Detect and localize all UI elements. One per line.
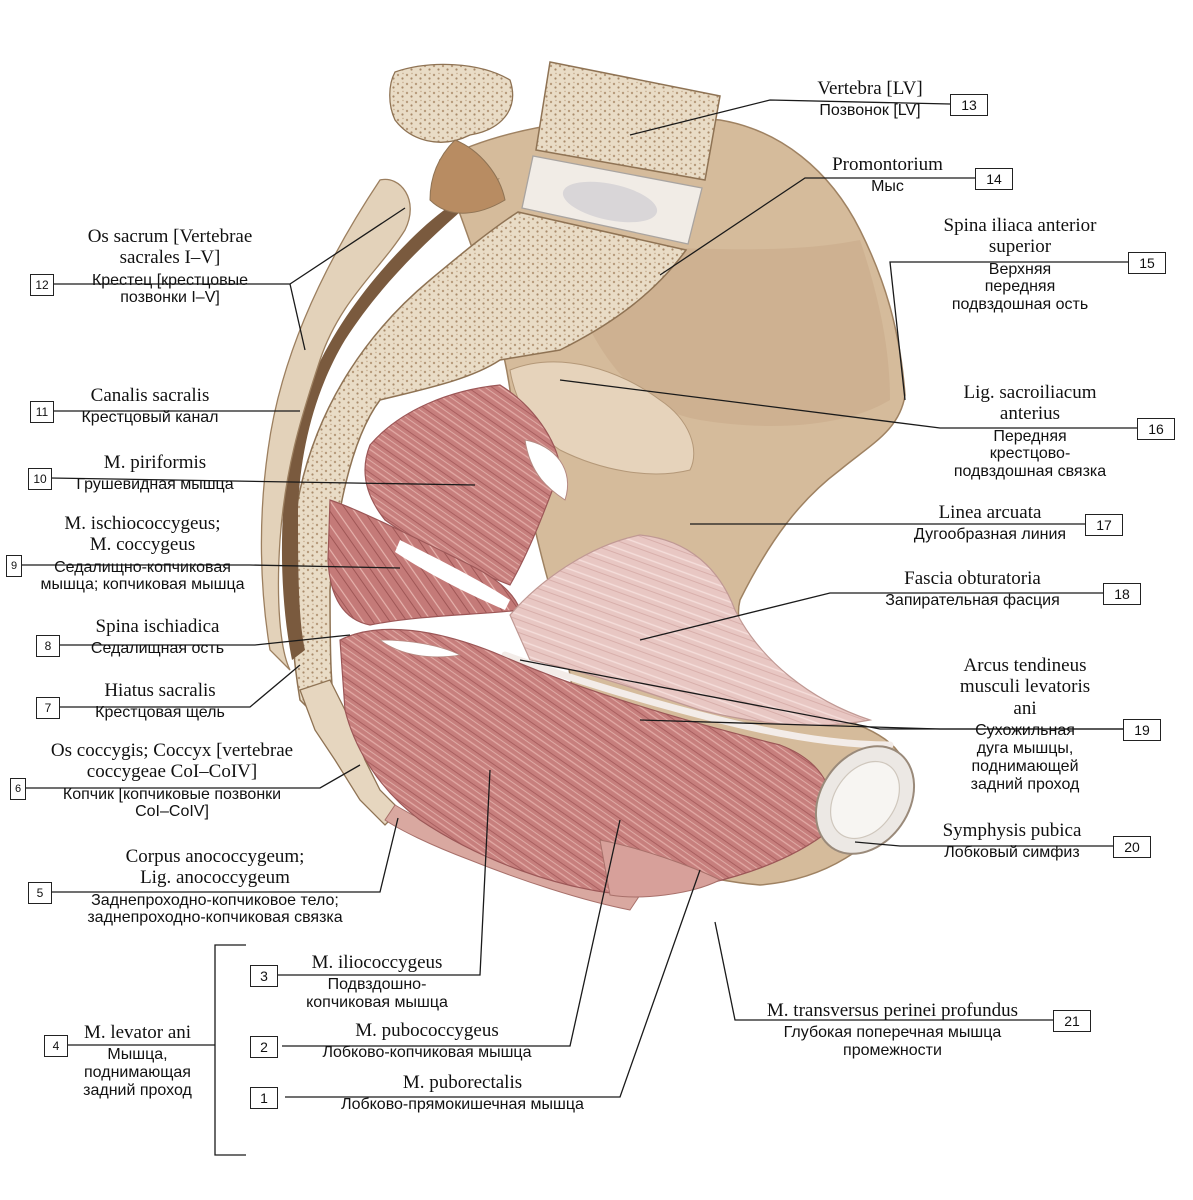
sacral-canal bbox=[281, 178, 500, 660]
number-1: 1 bbox=[250, 1087, 278, 1109]
number-4: 4 bbox=[44, 1035, 68, 1057]
number-20: 20 bbox=[1113, 836, 1151, 858]
number-12: 12 bbox=[30, 274, 54, 296]
number-13: 13 bbox=[950, 94, 988, 116]
vertebra-l5 bbox=[535, 61, 721, 181]
leader-lines bbox=[20, 99, 1137, 1156]
l4-posterior bbox=[389, 63, 514, 143]
arcus-tendineus bbox=[501, 651, 894, 749]
number-14: 14 bbox=[975, 168, 1013, 190]
obturator-fascia bbox=[509, 534, 873, 726]
number-17: 17 bbox=[1085, 514, 1123, 536]
number-11: 11 bbox=[30, 401, 54, 423]
number-2: 2 bbox=[250, 1036, 278, 1058]
number-6: 6 bbox=[10, 778, 26, 800]
greater-sciatic-gap bbox=[524, 439, 569, 501]
number-7: 7 bbox=[36, 697, 60, 719]
number-21: 21 bbox=[1053, 1010, 1091, 1032]
number-19: 19 bbox=[1123, 719, 1161, 741]
label-13: Vertebra [LV]Позвонок [LV] bbox=[817, 78, 923, 120]
number-8: 8 bbox=[36, 635, 60, 657]
number-3: 3 bbox=[250, 965, 278, 987]
number-5: 5 bbox=[28, 882, 52, 904]
sacrum-posterior bbox=[260, 178, 411, 671]
number-10: 10 bbox=[28, 468, 52, 490]
label-6: Os coccygis; Coccyx [vertebrae coccygeae… bbox=[50, 740, 294, 821]
number-18: 18 bbox=[1103, 583, 1141, 605]
number-15: 15 bbox=[1128, 252, 1166, 274]
label-12: Os sacrum [Vertebrae sacrales I–V]Кресте… bbox=[87, 226, 253, 307]
number-16: 16 bbox=[1137, 418, 1175, 440]
number-9: 9 bbox=[6, 555, 22, 577]
